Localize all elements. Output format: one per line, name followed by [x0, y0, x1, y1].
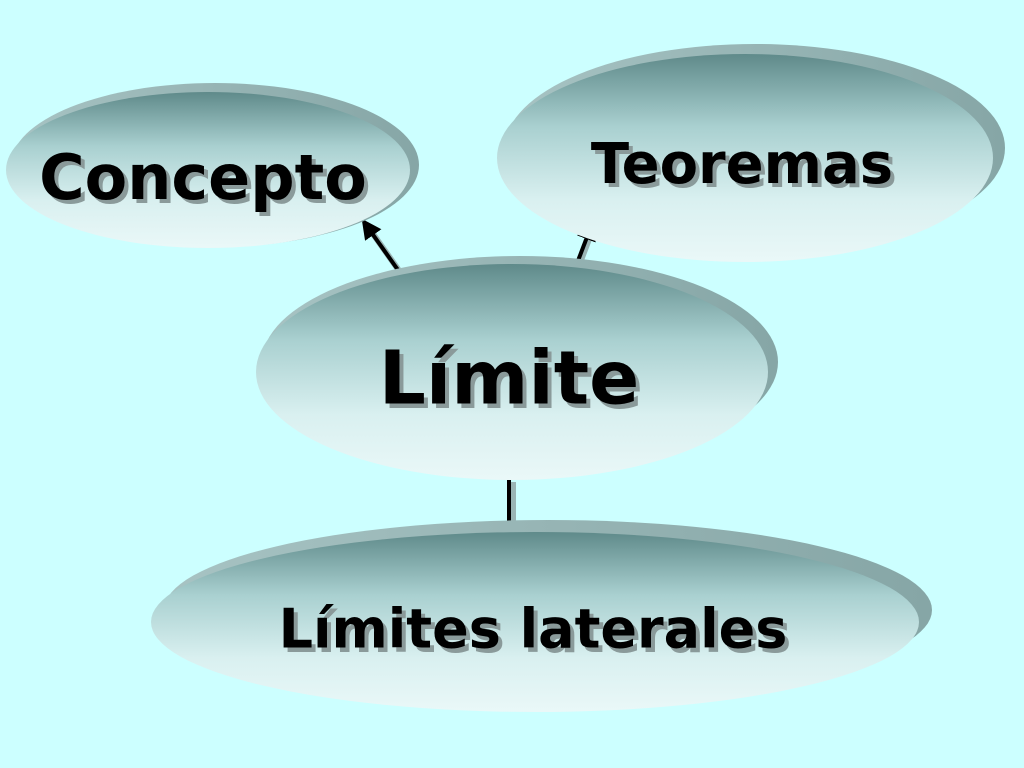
node-limites-laterales: Límites laterales Límites laterales [151, 520, 932, 712]
node-limite: Límite Límite [256, 256, 778, 480]
node-limite-label: Límite [379, 336, 640, 422]
node-limites-laterales-shape [151, 532, 919, 712]
node-teoremas-shape [497, 54, 993, 262]
node-teoremas-label: Teoremas [591, 132, 893, 197]
node-limite-shape [256, 264, 768, 480]
svg-text:Límites laterales: Límites laterales [283, 602, 792, 665]
svg-text:Límite: Límite [383, 340, 644, 426]
node-concepto-shape [6, 92, 410, 248]
node-concepto: Concepto Concepto [6, 83, 419, 248]
svg-text:Concepto: Concepto [43, 145, 371, 218]
node-teoremas: Teoremas Teoremas [497, 44, 1005, 262]
node-concepto-label: Concepto [39, 141, 367, 214]
edge-limite-concepto-stroke [361, 218, 400, 272]
node-limites-laterales-label: Límites laterales [279, 598, 788, 661]
svg-text:Teoremas: Teoremas [595, 136, 897, 201]
